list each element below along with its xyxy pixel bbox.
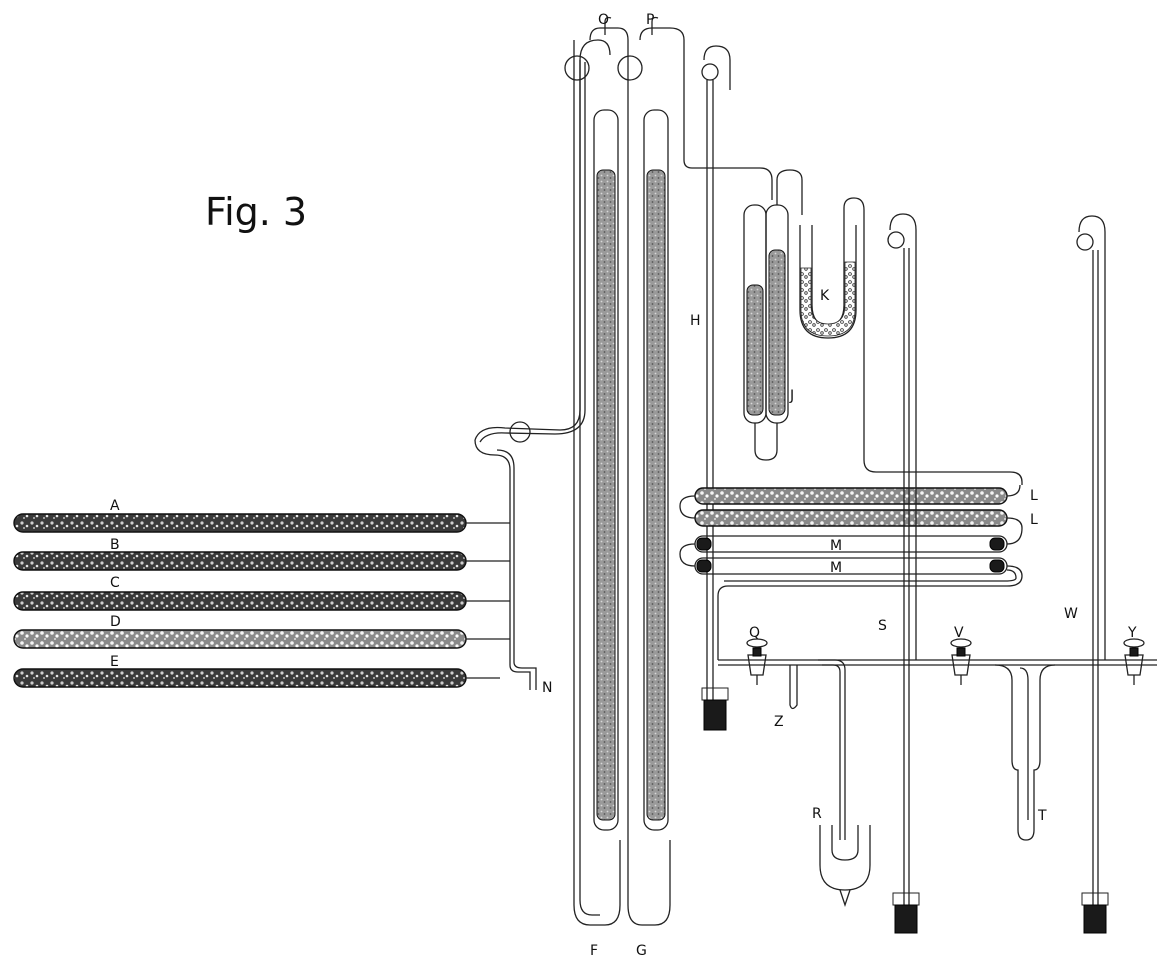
label-F: F	[590, 943, 598, 959]
label-V: V	[954, 625, 964, 641]
manifold	[474, 39, 611, 690]
stopcock-Q[interactable]	[746, 638, 768, 685]
label-O: O	[598, 12, 609, 28]
label-N: N	[542, 680, 552, 696]
label-H: H	[690, 313, 701, 329]
label-Y: Y	[1127, 625, 1137, 641]
label-K: K	[820, 288, 830, 304]
tube-J	[743, 167, 803, 461]
label-G: G	[636, 943, 647, 959]
tube-L-upper	[694, 487, 1008, 505]
column-F	[564, 40, 621, 926]
manometer-W	[1076, 215, 1109, 934]
tube-A	[13, 513, 510, 533]
manometer-S	[887, 213, 920, 934]
label-Z: Z	[774, 714, 784, 730]
label-E: E	[110, 654, 119, 670]
tube-C	[13, 591, 510, 611]
label-M-upper: M	[830, 538, 842, 554]
label-R: R	[812, 806, 822, 822]
label-C: C	[110, 575, 120, 591]
stopcock-Y[interactable]	[1123, 638, 1145, 685]
label-B: B	[110, 537, 120, 553]
column-G	[617, 27, 760, 926]
label-W: W	[1064, 606, 1078, 622]
label-S: S	[878, 618, 887, 634]
manometer-H	[701, 45, 731, 731]
label-M-lower: M	[830, 560, 842, 576]
tube-M-upper	[694, 535, 1008, 553]
vessel-R	[818, 659, 871, 908]
label-L-upper: L	[1030, 488, 1038, 504]
trap-T	[994, 664, 1056, 841]
tube-L-lower	[694, 509, 1008, 527]
label-A: A	[110, 498, 120, 514]
outlets-O-P	[589, 16, 659, 41]
L-M-connectors	[679, 484, 1023, 660]
tube-K	[799, 197, 1023, 485]
tube-M-lower	[694, 557, 1008, 575]
figure-title: Fig. 3	[205, 190, 307, 234]
label-J: J	[789, 388, 794, 404]
tube-E	[13, 668, 500, 688]
bottom-manifold	[718, 659, 1157, 666]
label-L-lower: L	[1030, 512, 1038, 528]
tube-B	[13, 551, 510, 571]
label-T: T	[1037, 808, 1047, 824]
label-P: P	[646, 12, 654, 28]
stopcock-V[interactable]	[950, 638, 972, 685]
label-D: D	[110, 614, 121, 630]
tube-D	[13, 629, 510, 649]
label-Q: Q	[749, 625, 760, 641]
side-tube-Z	[789, 665, 798, 710]
